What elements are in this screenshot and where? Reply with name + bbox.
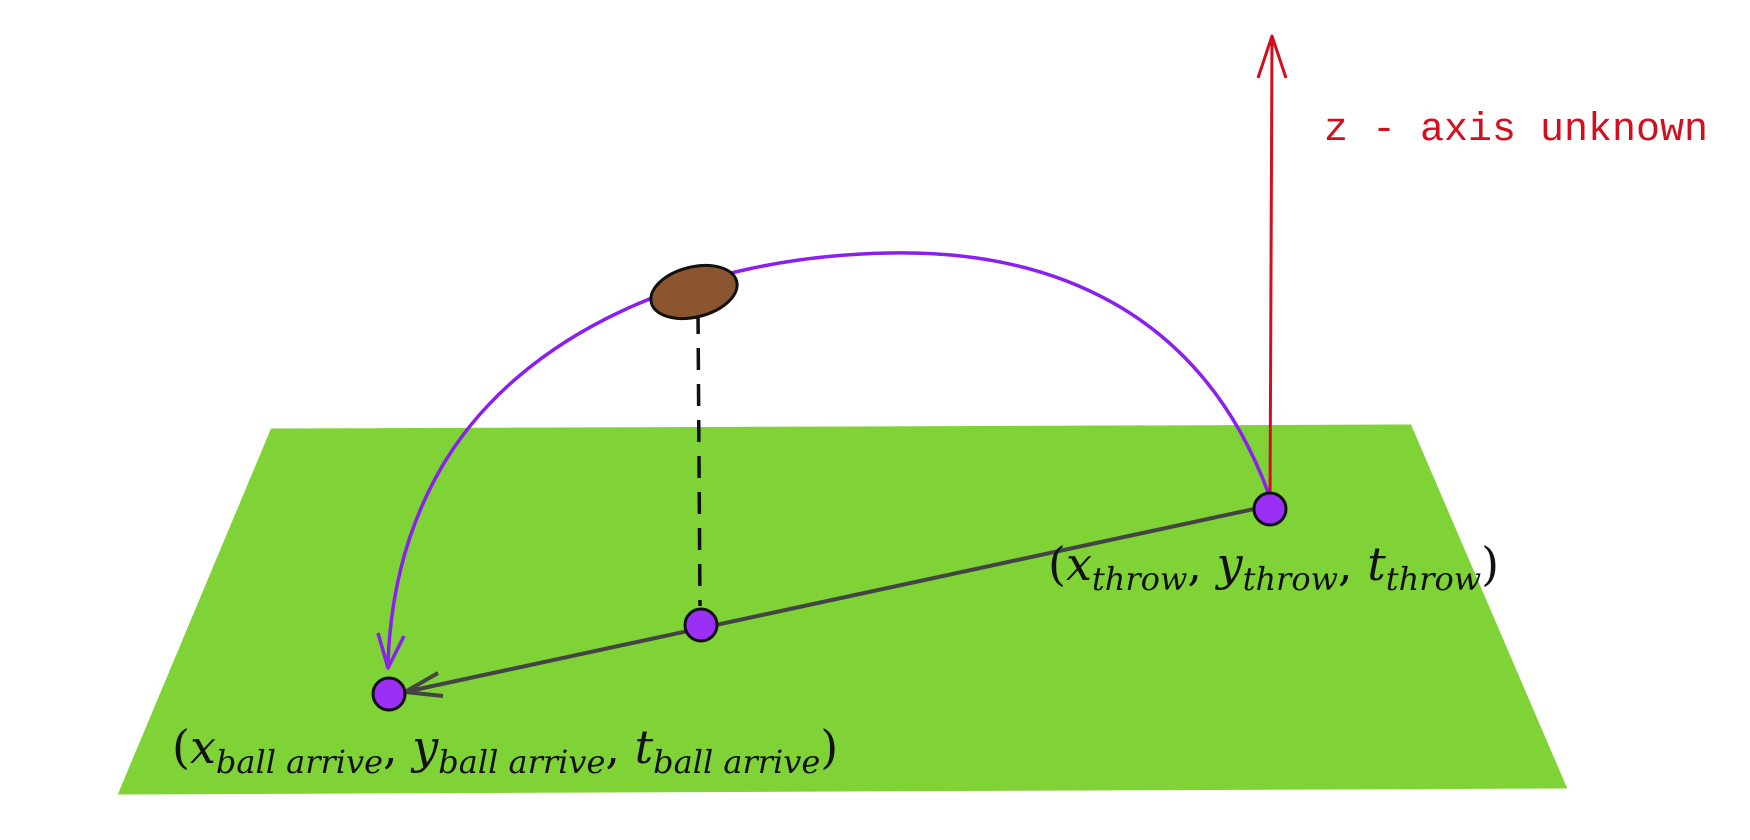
- throw-y-symbol: y: [1215, 537, 1244, 591]
- z-axis-arrowhead-icon: [1256, 34, 1288, 79]
- ground-path-line: [404, 504, 1269, 694]
- arrive-sep-2: ,: [605, 720, 634, 774]
- trajectory-arrowhead-icon: [376, 632, 406, 670]
- throw-sep-1: ,: [1187, 537, 1216, 591]
- arrive-t-subscript: ball arrive: [653, 743, 820, 781]
- arrive-x-subscript: ball arrive: [216, 743, 383, 781]
- throw-t-subscript: throw: [1386, 560, 1481, 598]
- throw-x-subscript: throw: [1092, 560, 1187, 598]
- football-icon: [649, 264, 739, 320]
- arrive-coordinates-label: (xball arrive, yball arrive, tball arriv…: [172, 720, 838, 781]
- throw-coordinates-label: (xthrow, ythrow, tthrow): [1048, 537, 1499, 598]
- throw-t-symbol: t: [1367, 537, 1386, 591]
- arrive-close-paren: ): [820, 720, 838, 774]
- throw-sep-2: ,: [1338, 537, 1367, 591]
- projection-dashed-line: [696, 311, 702, 607]
- throw-point-marker: [1252, 491, 1288, 527]
- field-plane: [117, 424, 1568, 795]
- projection-point-marker: [683, 607, 719, 643]
- throw-open-paren: (: [1048, 537, 1066, 591]
- arrive-y-subscript: ball arrive: [438, 743, 605, 781]
- arrive-sep-1: ,: [383, 720, 412, 774]
- throw-close-paren: ): [1481, 537, 1499, 591]
- throw-x-symbol: x: [1066, 537, 1092, 591]
- z-axis-label: z - axis unknown: [1324, 108, 1708, 153]
- arrive-open-paren: (: [172, 720, 190, 774]
- z-axis-line: [1268, 37, 1274, 507]
- arrive-point-marker: [371, 676, 407, 712]
- throw-y-subscript: throw: [1243, 560, 1338, 598]
- arrive-y-symbol: y: [410, 720, 439, 774]
- arrive-t-symbol: t: [635, 720, 654, 774]
- arrive-x-symbol: x: [190, 720, 216, 774]
